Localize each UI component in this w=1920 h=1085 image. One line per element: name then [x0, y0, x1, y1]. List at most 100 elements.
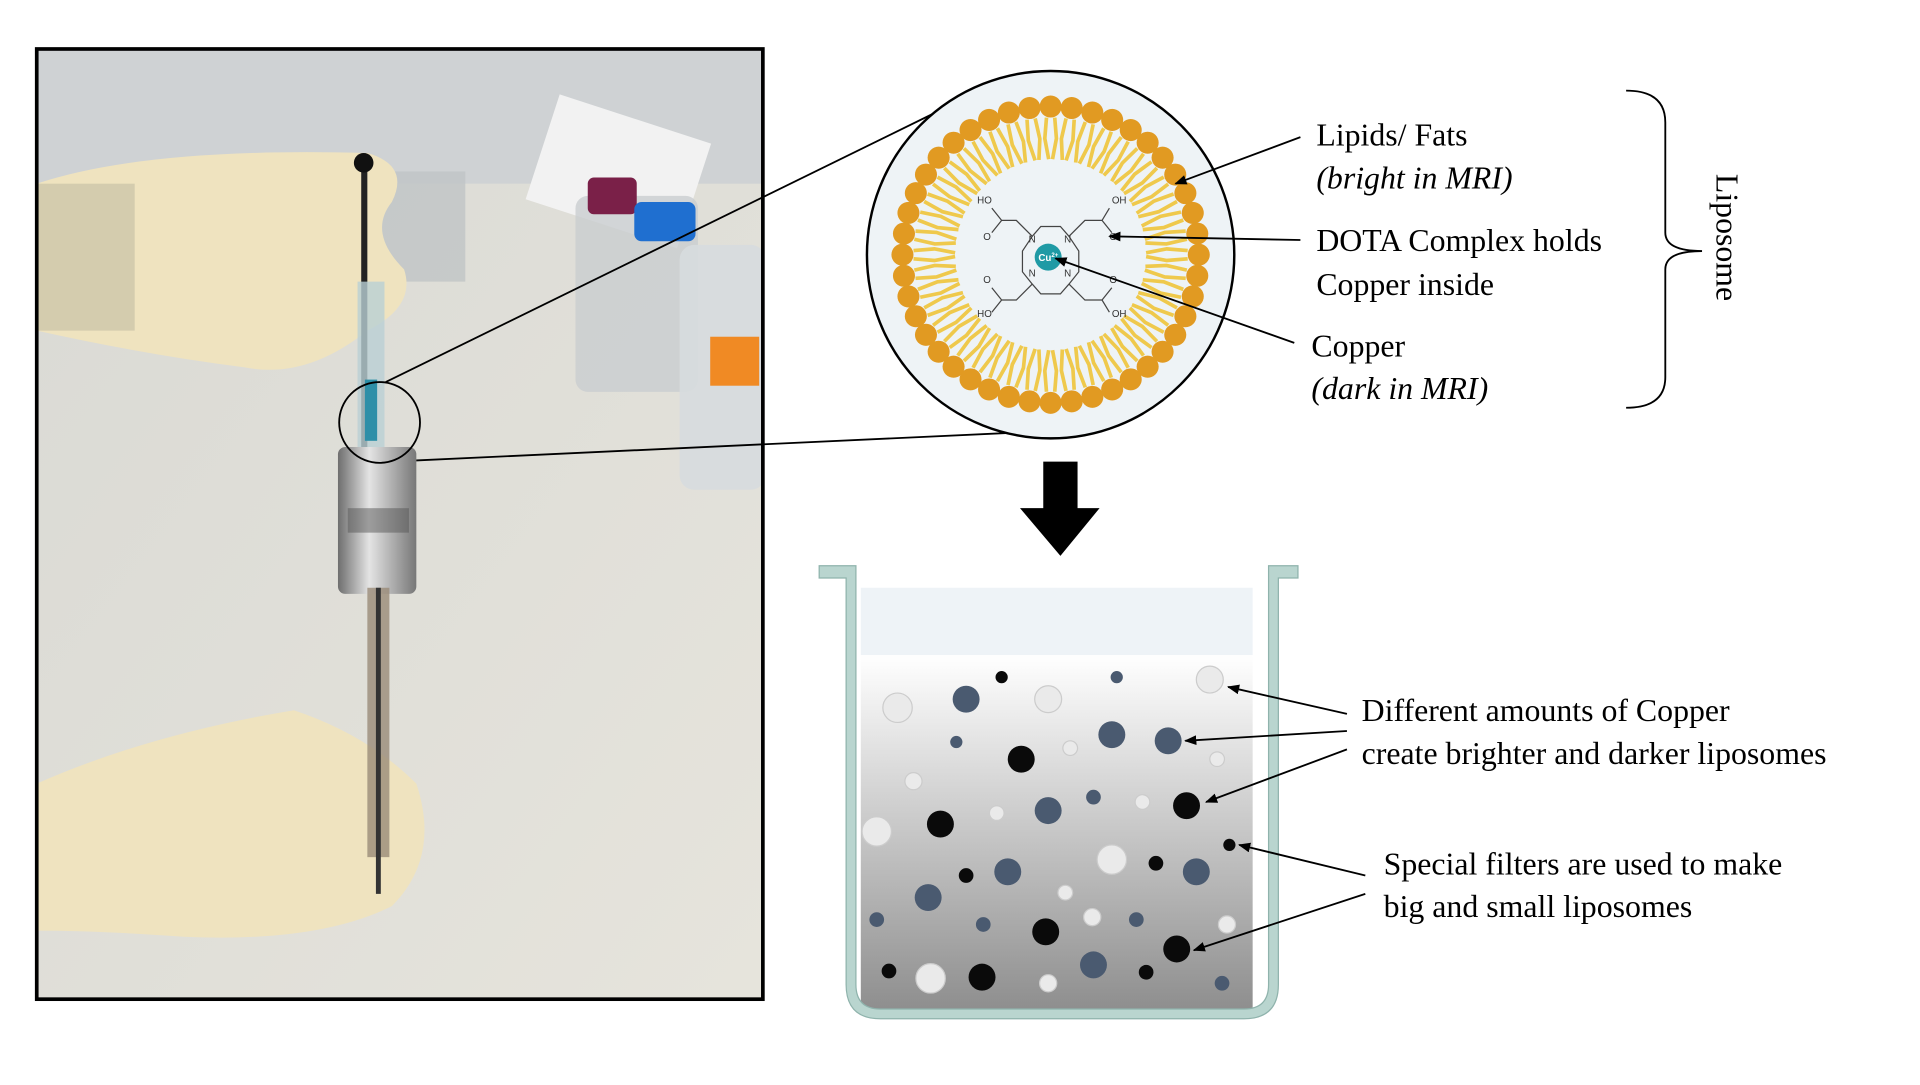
- lipid: [1135, 182, 1197, 219]
- chem-n: N: [1064, 234, 1071, 245]
- dota-arrow: [1108, 231, 1301, 242]
- copper-note: (dark in MRI): [1311, 371, 1488, 406]
- lipid: [1059, 97, 1083, 162]
- lipid: [1039, 349, 1062, 414]
- liposome-particle: [1062, 740, 1079, 757]
- copper-label: Copper: [1311, 328, 1405, 363]
- lipid-bilayer: [891, 95, 1210, 414]
- filter-arrow: [1192, 893, 1366, 952]
- lipid: [1059, 348, 1083, 413]
- photo-frame: [34, 47, 765, 1002]
- liposome-particle: [1038, 974, 1058, 993]
- lipid: [897, 277, 961, 308]
- dota-label: DOTA Complex holds: [1316, 223, 1602, 258]
- lipid: [978, 339, 1015, 401]
- lipid: [1120, 146, 1174, 196]
- lipid: [1098, 332, 1142, 391]
- liposome-particle: [904, 772, 923, 791]
- liposome-particle: [1083, 907, 1102, 927]
- lipid: [1110, 324, 1159, 378]
- lipids-note: (bright in MRI): [1316, 161, 1512, 196]
- lipid: [1086, 108, 1124, 170]
- liposome-particle: [1163, 935, 1191, 963]
- liposome-particle: [1034, 685, 1063, 714]
- liposome-particle: [1182, 858, 1210, 886]
- chem-n: N: [1029, 234, 1036, 245]
- lipid: [927, 146, 982, 196]
- lipid: [1128, 303, 1187, 346]
- liposome-particle: [995, 671, 1008, 684]
- chem-o: O: [1109, 232, 1117, 243]
- liposome-particle: [1154, 727, 1182, 755]
- liposome-particle: [968, 963, 996, 991]
- liposome-particle: [1134, 794, 1151, 810]
- liposome-particle: [1214, 975, 1230, 991]
- liposome-particle: [1007, 745, 1035, 773]
- dota-label-line2: Copper inside: [1316, 267, 1494, 302]
- filter-arrow: [1237, 842, 1366, 877]
- lipid: [891, 243, 956, 266]
- liposome-particle: [1223, 838, 1236, 852]
- dota-complex: [991, 207, 1113, 313]
- liposome-particle: [861, 816, 893, 847]
- copper-amount-arrow: [1184, 730, 1347, 746]
- liposome-particle: [1086, 789, 1101, 805]
- lipids-label: Lipids/ Fats: [1316, 118, 1467, 153]
- chem-oh: OH: [1112, 195, 1127, 206]
- lipid: [1120, 314, 1174, 363]
- copper-amount-label-line2: create brighter and darker liposomes: [1362, 736, 1827, 771]
- liposome-particle: [914, 884, 942, 912]
- copper-symbol: Cu2+: [1038, 252, 1058, 264]
- liposome-particle: [1034, 797, 1062, 825]
- copper-amount-arrow: [1226, 684, 1348, 715]
- liposome-particle: [1110, 671, 1123, 684]
- liposome-particle: [988, 805, 1005, 822]
- chem-oh: OH: [1112, 309, 1127, 320]
- liposome-particle: [1173, 792, 1200, 820]
- liposome-particle: [1217, 915, 1237, 934]
- lipid: [1098, 119, 1142, 177]
- lipid: [959, 332, 1003, 391]
- lipid: [1140, 201, 1204, 232]
- copper-amount-label: Different amounts of Copper: [1362, 693, 1730, 728]
- lipid: [942, 324, 992, 378]
- liposome-particle: [952, 685, 980, 713]
- zoom-circle: [338, 381, 421, 464]
- liposome-diagram: HO OH HO OH O O O O N N N N Cu2+: [865, 69, 1236, 440]
- lipid: [959, 119, 1003, 177]
- lipid: [1073, 344, 1104, 408]
- chem-o: O: [983, 275, 991, 286]
- liposome-particle: [1096, 844, 1128, 875]
- liposome-brace: [1626, 89, 1703, 409]
- lipid: [978, 108, 1015, 170]
- chem-ho: HO: [977, 195, 992, 206]
- liposome-particle: [975, 917, 991, 932]
- lipid: [942, 131, 992, 186]
- liposome-particle: [881, 963, 897, 979]
- liposome-particle: [1148, 855, 1164, 871]
- liposome-particle: [994, 858, 1022, 886]
- lipid: [1110, 131, 1159, 186]
- arrow-down-icon: [1020, 461, 1100, 556]
- lipid: [1144, 222, 1209, 246]
- lipid: [904, 290, 966, 328]
- lipid: [897, 201, 961, 232]
- filter-label: Special filters are used to make: [1384, 846, 1783, 881]
- liposome-particle: [1098, 721, 1126, 749]
- beaker-headspace: [860, 587, 1253, 656]
- liposome-particle: [1195, 665, 1224, 694]
- liposome-particle: [950, 735, 963, 749]
- lipid: [892, 263, 957, 287]
- liposome-particle: [1080, 951, 1107, 979]
- liposome-particle: [1128, 912, 1144, 927]
- lipid: [927, 314, 982, 363]
- lipid: [1018, 348, 1042, 413]
- filter-label-line2: big and small liposomes: [1384, 889, 1693, 924]
- liposome-particle: [1032, 918, 1060, 946]
- lipid: [1145, 243, 1210, 266]
- lipid: [1144, 263, 1209, 287]
- liposome-particle: [958, 868, 974, 883]
- lab-photo: [36, 48, 763, 1000]
- lipid: [1039, 95, 1062, 160]
